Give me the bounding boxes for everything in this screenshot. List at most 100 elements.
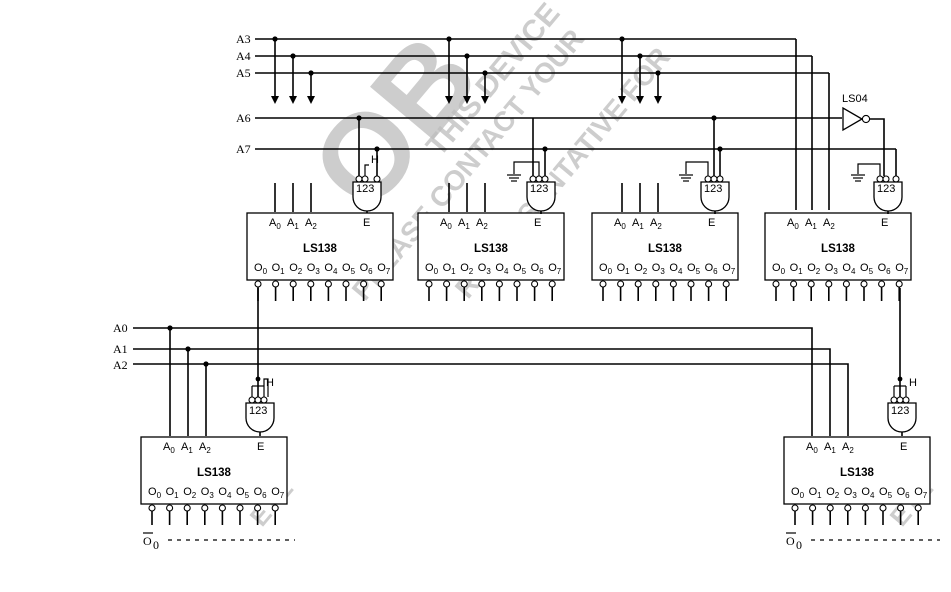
decoder-output-pin bbox=[236, 504, 244, 512]
decoder-enable-label: E bbox=[363, 217, 370, 229]
decoder-output-pin bbox=[548, 280, 556, 288]
out-bar-left-label: O bbox=[143, 534, 152, 548]
decoder-output-label: O0 bbox=[148, 486, 162, 500]
decoder-output-pin bbox=[617, 280, 625, 288]
decoder-input-label: A1 bbox=[287, 217, 299, 231]
decoder-output-label: O7 bbox=[548, 262, 562, 276]
decoder-output-pin bbox=[652, 280, 660, 288]
decoder-input-label: A2 bbox=[842, 441, 854, 455]
decoder-output-pin bbox=[218, 504, 226, 512]
decoder-output-pin bbox=[307, 280, 315, 288]
decoder-input-label: A0 bbox=[806, 441, 818, 455]
decoder-input-label: A2 bbox=[823, 217, 835, 231]
decoder-output-pin bbox=[324, 280, 332, 288]
decoder-output-pin bbox=[531, 280, 539, 288]
decoder-output-label: O4 bbox=[861, 486, 875, 500]
decoder-output-pin bbox=[443, 280, 451, 288]
decoder-output-label: O2 bbox=[807, 262, 821, 276]
decoder-output-label: O3 bbox=[478, 262, 492, 276]
decoder-output-pin bbox=[791, 504, 799, 512]
decoder-output-label: O6 bbox=[897, 486, 911, 500]
decoder-output-pin bbox=[860, 280, 868, 288]
decoder-output-pin bbox=[254, 504, 262, 512]
decoder-enable-label: E bbox=[708, 217, 715, 229]
decoder-output-label: O3 bbox=[307, 262, 321, 276]
decoder-output-pin bbox=[342, 280, 350, 288]
signal-label-a3: A3 bbox=[236, 32, 251, 46]
decoder-output-label: O4 bbox=[842, 262, 856, 276]
decoder-output-label: O2 bbox=[460, 262, 474, 276]
decoder-chip-name: LS138 bbox=[821, 243, 855, 255]
decoder-output-pin bbox=[772, 280, 780, 288]
decoder-input-label: A1 bbox=[824, 441, 836, 455]
decoder-output-label: O0 bbox=[425, 262, 439, 276]
decoder-output-pin bbox=[687, 280, 695, 288]
gate4-pins: 123 bbox=[877, 183, 895, 195]
bus-tap-arrows-3 bbox=[618, 36, 662, 104]
wire-a2 bbox=[133, 363, 849, 436]
decoder-output-pin bbox=[790, 280, 798, 288]
signal-label-a6: A6 bbox=[236, 111, 251, 125]
decoder-body bbox=[246, 212, 394, 281]
decoder-output-pin bbox=[513, 280, 521, 288]
decoder-output-label: O1 bbox=[272, 262, 286, 276]
decoder-output-pin bbox=[669, 280, 677, 288]
decoder-chip-name: LS138 bbox=[840, 467, 874, 479]
out-bar-right-sub: 0 bbox=[796, 538, 802, 552]
decoder-output-label: O1 bbox=[617, 262, 631, 276]
decoder-output-pin bbox=[826, 504, 834, 512]
out-bar-left-sub: 0 bbox=[153, 538, 159, 552]
gate1-high-label: H bbox=[371, 154, 379, 166]
enable-gate-4: 123 bbox=[851, 149, 903, 212]
signal-label-a7: A7 bbox=[236, 142, 251, 156]
decoder-input-label: A2 bbox=[199, 441, 211, 455]
decoder-output-label: O4 bbox=[495, 262, 509, 276]
decoder-body bbox=[591, 212, 739, 281]
decoder-output-pin bbox=[377, 280, 385, 288]
decoder-enable-label: E bbox=[257, 441, 264, 453]
decoder-input-label: A1 bbox=[458, 217, 470, 231]
decoder-input-label: A1 bbox=[632, 217, 644, 231]
decoder-enable-label: E bbox=[881, 217, 888, 229]
decoder-output-label: O4 bbox=[669, 262, 683, 276]
decoder-output-pin bbox=[842, 280, 850, 288]
decoder-input-label: A0 bbox=[787, 217, 799, 231]
decoder-input-label: A1 bbox=[181, 441, 193, 455]
decoder-output-label: O7 bbox=[377, 262, 391, 276]
decoder-output-label: O2 bbox=[183, 486, 197, 500]
decoder-output-pin bbox=[166, 504, 174, 512]
decoder-output-pin bbox=[722, 280, 730, 288]
decoder-chip-name: LS138 bbox=[648, 243, 682, 255]
decoder-chip-name: LS138 bbox=[197, 467, 231, 479]
decoder-output-label: O3 bbox=[844, 486, 858, 500]
gate2-pins: 123 bbox=[530, 183, 548, 195]
gate-bl-high-label: H bbox=[266, 377, 274, 389]
decoder-output-pin bbox=[460, 280, 468, 288]
decoder-body bbox=[783, 436, 931, 505]
decoder-output-label: O6 bbox=[360, 262, 374, 276]
decoder-output-pin bbox=[425, 280, 433, 288]
decoder-body bbox=[417, 212, 565, 281]
decoder-output-label: O1 bbox=[809, 486, 823, 500]
decoder-input-label: A2 bbox=[476, 217, 488, 231]
decoder-output-label: O7 bbox=[722, 262, 736, 276]
decoder-output-pin bbox=[705, 280, 713, 288]
decoder-output-pin bbox=[914, 504, 922, 512]
decoder-output-label: O3 bbox=[825, 262, 839, 276]
decoder-output-label: O1 bbox=[443, 262, 457, 276]
decoder-output-label: O2 bbox=[826, 486, 840, 500]
decoder-chip-name: LS138 bbox=[303, 243, 337, 255]
decoder-output-label: O5 bbox=[513, 262, 527, 276]
decoder-input-label: A0 bbox=[440, 217, 452, 231]
gate-bl-pins: 123 bbox=[249, 405, 267, 417]
decoder-output-label: O6 bbox=[254, 486, 268, 500]
decoder-output-pin bbox=[289, 280, 297, 288]
enable-gate-2: 123 bbox=[507, 118, 556, 212]
decoder-output-pin bbox=[844, 504, 852, 512]
wire-a1 bbox=[133, 348, 831, 436]
